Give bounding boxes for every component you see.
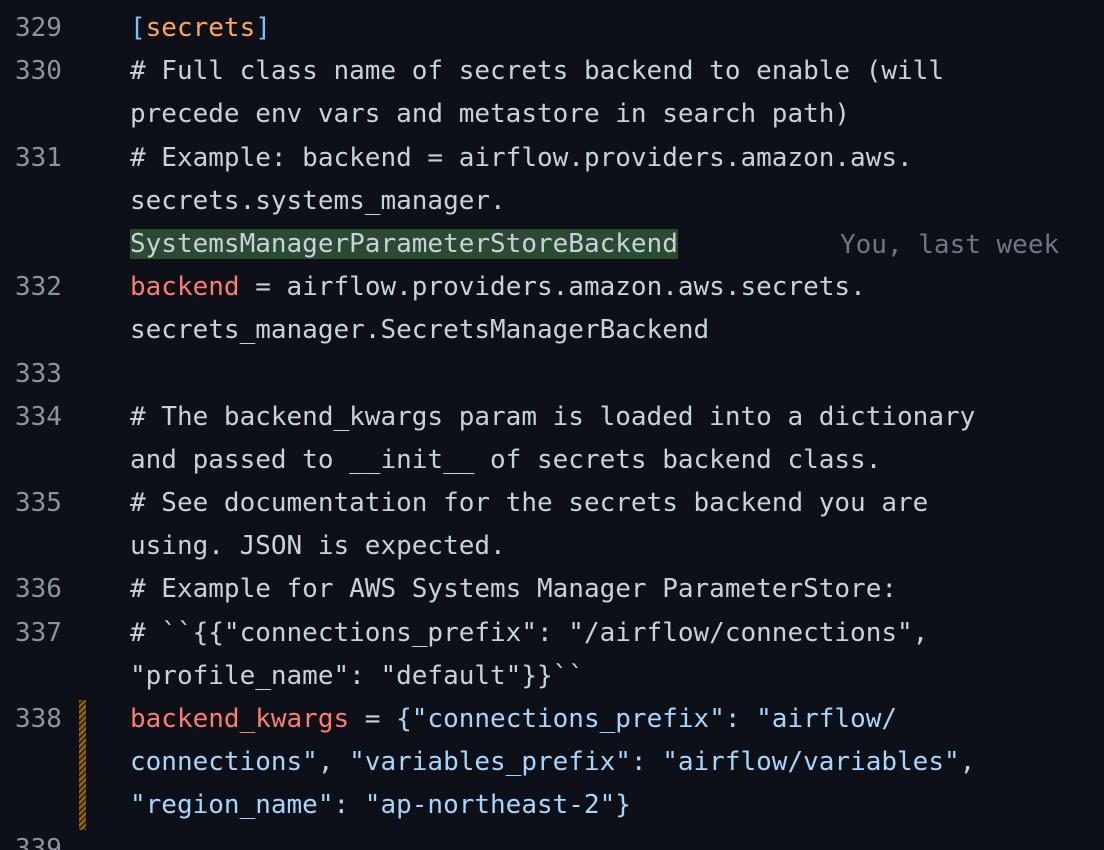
config-key: backend_kwargs (130, 704, 350, 734)
section-name: secrets (145, 13, 256, 43)
string-value: connections" (130, 747, 318, 777)
selection-highlight: SystemsManagerParameterStoreBackend (130, 229, 678, 259)
line-number: 338 (15, 704, 62, 734)
code-line-329[interactable]: [secrets] (130, 7, 271, 50)
line-number: 330 (15, 56, 62, 86)
section-bracket-open: [ (130, 13, 146, 43)
code-line-335-wrap[interactable]: using. JSON is expected. (130, 531, 506, 561)
config-key: backend (130, 272, 240, 302)
line-number: 337 (15, 618, 62, 648)
code-line-331-wrap-2[interactable]: SystemsManagerParameterStoreBackend (130, 223, 678, 266)
code-line-330-wrap[interactable]: precede env vars and metastore in search… (130, 99, 851, 129)
line-number: 334 (15, 402, 62, 432)
config-value: {"connections_prefix": "airflow/ (396, 704, 898, 734)
code-line-337-wrap[interactable]: "profile_name": "default"}}`` (130, 661, 584, 691)
code-line-338[interactable]: backend_kwargs = {"connections_prefix": … (130, 698, 897, 741)
code-line-332-wrap[interactable]: secrets_manager.SecretsManagerBackend (130, 315, 710, 345)
git-blame-annotation: You, last week (840, 230, 1060, 260)
line-number: 336 (15, 574, 62, 604)
code-line-334[interactable]: # The backend_kwargs param is loaded int… (130, 402, 976, 432)
code-line-331-wrap[interactable]: secrets.systems_manager. (130, 186, 506, 216)
line-number: 331 (15, 143, 62, 173)
line-number: 335 (15, 488, 62, 518)
modified-line-indicator (79, 700, 86, 830)
config-value: airflow.providers.amazon.aws.secrets. (286, 272, 866, 302)
code-line-338-wrap-2[interactable]: "region_name": "ap-northeast-2"} (130, 784, 631, 827)
separator: , (959, 747, 976, 777)
code-line-330[interactable]: # Full class name of secrets backend to … (130, 56, 944, 86)
code-line-334-wrap[interactable]: and passed to __init__ of secrets backen… (130, 445, 882, 475)
code-line-336[interactable]: # Example for AWS Systems Manager Parame… (130, 574, 898, 604)
line-number: 339 (15, 834, 62, 850)
assign-operator: = (239, 272, 287, 302)
separator: , (317, 747, 350, 777)
code-line-338-wrap[interactable]: connections", "variables_prefix": "airfl… (130, 741, 975, 784)
assign-operator: = (349, 704, 397, 734)
string-value: "variables_prefix": "airflow/variables" (349, 747, 960, 777)
code-line-335[interactable]: # See documentation for the secrets back… (130, 488, 929, 518)
line-number: 332 (15, 272, 62, 302)
line-number: 329 (15, 13, 62, 43)
code-line-331[interactable]: # Example: backend = airflow.providers.a… (130, 143, 913, 173)
code-line-332[interactable]: backend = airflow.providers.amazon.aws.s… (130, 266, 866, 309)
code-line-337[interactable]: # ``{{"connections_prefix": "/airflow/co… (130, 618, 929, 648)
section-bracket-close: ] (255, 13, 271, 43)
string-value: "region_name": "ap-northeast-2"} (130, 790, 631, 820)
line-number: 333 (15, 359, 62, 389)
